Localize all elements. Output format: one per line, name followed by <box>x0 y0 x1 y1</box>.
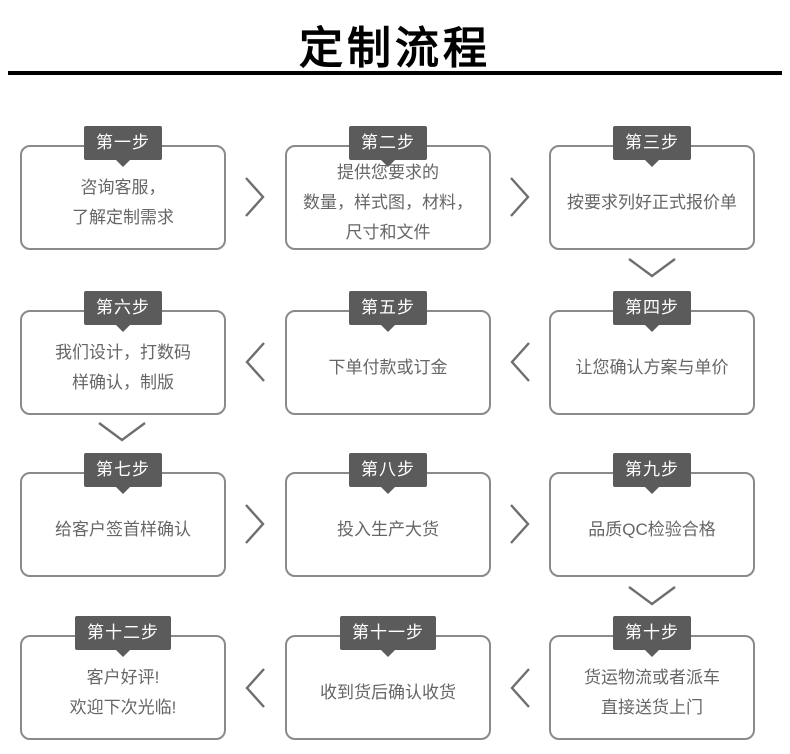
step-badge-label: 第十一步 <box>352 623 424 642</box>
arrow-left-icon <box>508 666 532 710</box>
step-badge-label: 第一步 <box>96 133 150 152</box>
step-card-4: 第四步 让您确认方案与单价 <box>549 291 755 415</box>
step-badge-label: 第三步 <box>625 133 679 152</box>
arrow-right-icon <box>243 175 267 219</box>
step-badge-label: 第五步 <box>361 298 415 317</box>
badge-notch <box>644 324 660 332</box>
step-badge: 第二步 <box>349 126 427 167</box>
step-card-2: 第二步 提供您要求的 数量，样式图，材料， 尺寸和文件 <box>285 126 491 250</box>
step-card-5: 第五步 下单付款或订金 <box>285 291 491 415</box>
step-card-12: 第十二步 客户好评! 欢迎下次光临! <box>20 616 226 740</box>
badge-notch <box>115 649 131 657</box>
step-badge-label: 第十步 <box>625 623 679 642</box>
step-text: 咨询客服， 了解定制需求 <box>72 177 174 227</box>
step-text: 按要求列好正式报价单 <box>567 192 737 212</box>
step-card-11: 第十一步 收到货后确认收货 <box>285 616 491 740</box>
badge-notch <box>644 159 660 167</box>
step-card-1: 第一步 咨询客服， 了解定制需求 <box>20 126 226 250</box>
arrow-right-icon <box>508 502 532 546</box>
badge-notch <box>644 649 660 657</box>
step-badge: 第八步 <box>349 453 427 494</box>
badge-notch <box>380 486 396 494</box>
badge-notch <box>380 649 396 657</box>
step-text: 收到货后确认收货 <box>320 682 456 702</box>
title-divider <box>8 71 782 75</box>
step-card-7: 第七步 给客户签首样确认 <box>20 453 226 577</box>
step-badge: 第十二步 <box>75 616 171 657</box>
step-text: 下单付款或订金 <box>328 357 448 377</box>
arrow-down-icon <box>96 420 148 444</box>
step-card-6: 第六步 我们设计，打数码 样确认，制版 <box>20 291 226 415</box>
step-text: 给客户签首样确认 <box>55 519 191 539</box>
step-badge-label: 第十二步 <box>87 623 159 642</box>
step-badge-label: 第二步 <box>361 133 415 152</box>
step-badge: 第九步 <box>613 453 691 494</box>
arrow-right-icon <box>243 502 267 546</box>
arrow-down-icon <box>626 256 678 280</box>
arrow-down-icon <box>626 584 678 608</box>
arrow-left-icon <box>243 340 267 384</box>
step-badge: 第一步 <box>84 126 162 167</box>
step-badge: 第七步 <box>84 453 162 494</box>
badge-notch <box>380 324 396 332</box>
badge-notch <box>644 486 660 494</box>
step-badge: 第五步 <box>349 291 427 332</box>
step-badge-label: 第八步 <box>361 460 415 479</box>
step-text: 客户好评! 欢迎下次光临! <box>69 667 177 717</box>
step-text: 我们设计，打数码 样确认，制版 <box>55 342 191 392</box>
step-badge: 第十一步 <box>340 616 436 657</box>
arrow-right-icon <box>508 175 532 219</box>
step-text: 让您确认方案与单价 <box>575 357 729 377</box>
step-badge-label: 第九步 <box>625 460 679 479</box>
step-text: 品质QC检验合格 <box>588 519 716 539</box>
step-text: 投入生产大货 <box>337 519 439 539</box>
step-card-3: 第三步 按要求列好正式报价单 <box>549 126 755 250</box>
badge-notch <box>380 159 396 167</box>
step-badge: 第十步 <box>613 616 691 657</box>
step-badge-label: 第七步 <box>96 460 150 479</box>
step-card-8: 第八步 投入生产大货 <box>285 453 491 577</box>
badge-notch <box>115 159 131 167</box>
step-card-10: 第十步 货运物流或者派车 直接送货上门 <box>549 616 755 740</box>
step-badge: 第四步 <box>613 291 691 332</box>
step-badge: 第三步 <box>613 126 691 167</box>
step-badge-label: 第四步 <box>625 298 679 317</box>
step-text: 提供您要求的 数量，样式图，材料， 尺寸和文件 <box>303 162 473 242</box>
arrow-left-icon <box>508 340 532 384</box>
step-badge-label: 第六步 <box>96 298 150 317</box>
step-badge: 第六步 <box>84 291 162 332</box>
arrow-left-icon <box>243 666 267 710</box>
badge-notch <box>115 324 131 332</box>
badge-notch <box>115 486 131 494</box>
step-card-9: 第九步 品质QC检验合格 <box>549 453 755 577</box>
step-text: 货运物流或者派车 直接送货上门 <box>584 667 720 717</box>
page-title: 定制流程 <box>299 24 491 73</box>
